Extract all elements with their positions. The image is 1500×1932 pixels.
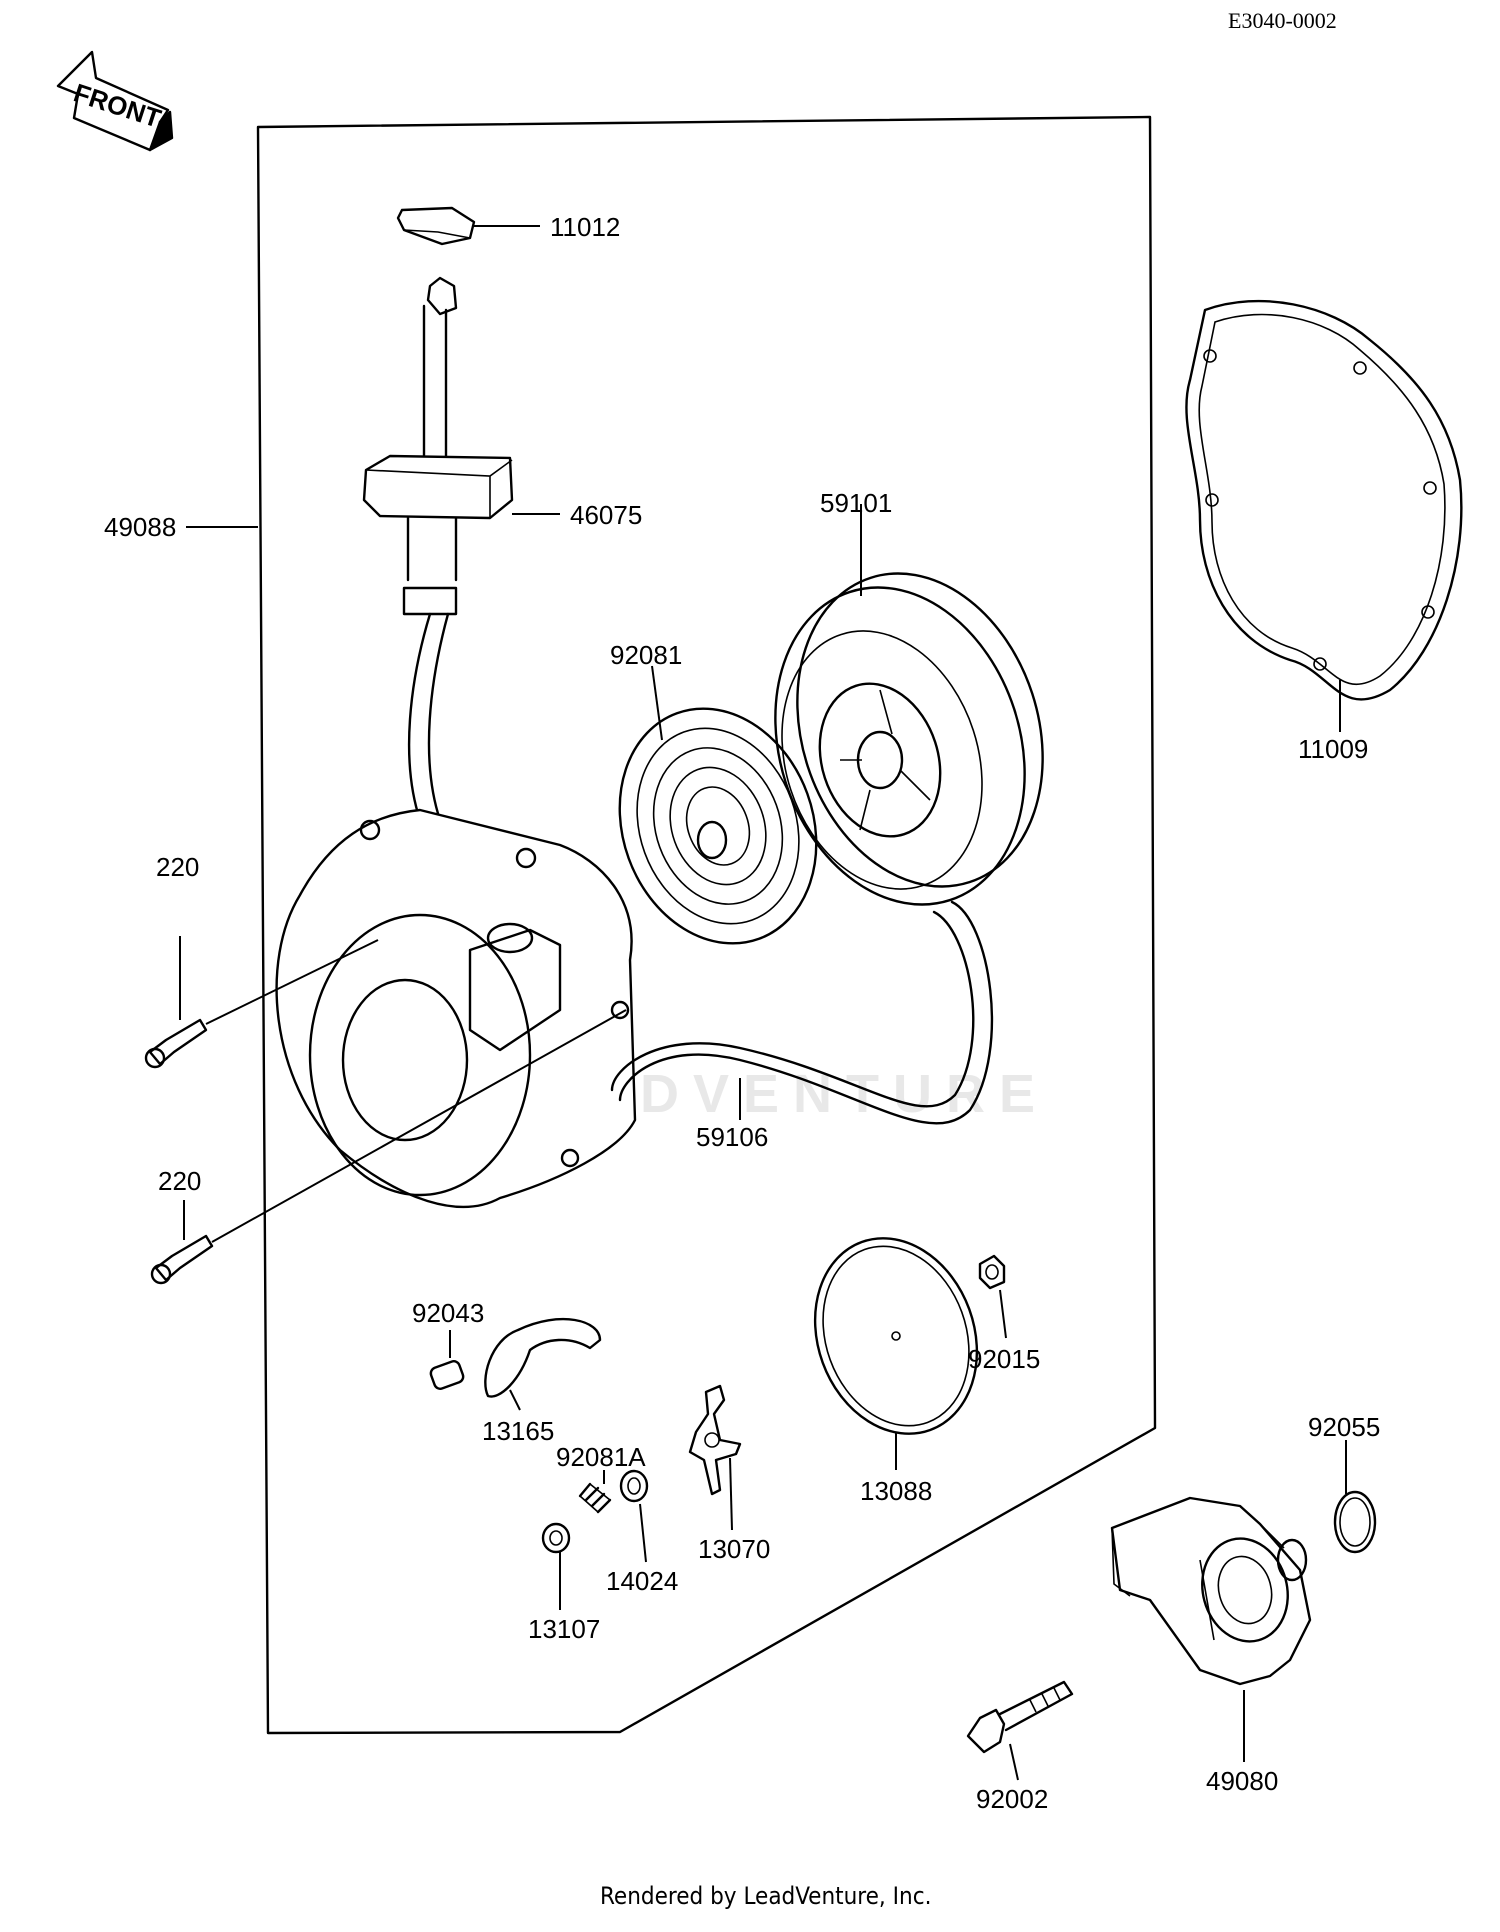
screw-part-upper — [144, 936, 379, 1069]
label-49080: 49080 — [1206, 1766, 1278, 1796]
front-arrow-icon: FRONT — [56, 50, 174, 152]
cover-plate-part — [813, 1237, 979, 1470]
label-11009: 11009 — [1298, 734, 1368, 764]
assembly-boundary — [256, 115, 1157, 1735]
label-13107: 13107 — [528, 1614, 600, 1644]
label-11012: 11012 — [550, 212, 620, 242]
bolt-part — [966, 1680, 1074, 1781]
label-92081a: 92081A — [556, 1442, 646, 1472]
screw-part-lower — [150, 1009, 627, 1285]
label-92002: 92002 — [976, 1784, 1048, 1814]
label-92055: 92055 — [1308, 1412, 1380, 1442]
pin-part — [429, 1330, 465, 1390]
label-13070: 13070 — [698, 1534, 770, 1564]
gasket-part — [1185, 299, 1463, 732]
diagram-code: E3040-0002 — [1228, 8, 1337, 33]
label-46075: 46075 — [570, 500, 642, 530]
ratchet-part — [484, 1317, 602, 1411]
label-13088: 13088 — [860, 1476, 932, 1506]
label-92043: 92043 — [412, 1298, 484, 1328]
collar-part — [541, 1522, 571, 1610]
starter-pulley-part — [1110, 1496, 1312, 1762]
recoil-housing-part — [275, 808, 637, 1209]
rope-reel-part — [774, 504, 1044, 906]
starter-rope-part — [618, 900, 994, 1125]
label-59106: 59106 — [696, 1122, 768, 1152]
label-220-lower: 220 — [158, 1166, 201, 1196]
nut-part — [978, 1254, 1007, 1339]
washer-part — [619, 1469, 649, 1563]
label-59101: 59101 — [820, 488, 892, 518]
label-14024: 14024 — [606, 1566, 678, 1596]
starter-handle-part — [362, 276, 560, 616]
handle-cap-part — [396, 206, 540, 246]
label-13165: 13165 — [482, 1416, 554, 1446]
small-spring-part — [578, 1470, 612, 1514]
guide-plate-part — [688, 1384, 742, 1531]
o-ring-part — [1333, 1440, 1377, 1554]
label-92081: 92081 — [610, 640, 682, 670]
label-49088: 49088 — [104, 512, 176, 542]
label-92015: 92015 — [968, 1344, 1040, 1374]
starter-rope-part-2 — [610, 910, 975, 1108]
footer-credit: Rendered by LeadVenture, Inc. — [600, 1882, 931, 1910]
label-220-upper: 220 — [156, 852, 199, 882]
